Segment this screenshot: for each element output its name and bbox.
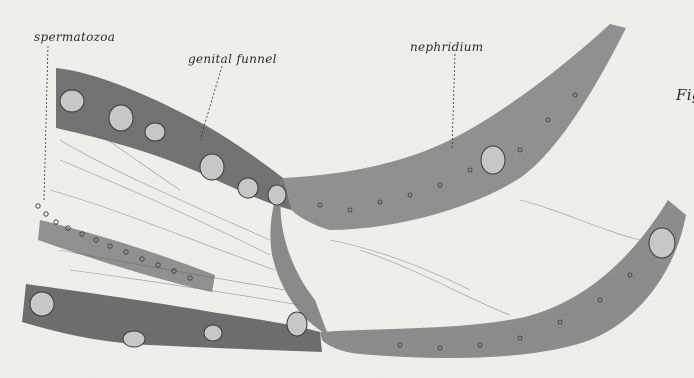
label-spermatozoa: spermatozoa	[34, 30, 115, 44]
label-genital-funnel: genital funnel	[188, 52, 277, 66]
label-nephridium: nephridium	[410, 40, 483, 54]
figure-mark: Fig	[676, 86, 694, 104]
